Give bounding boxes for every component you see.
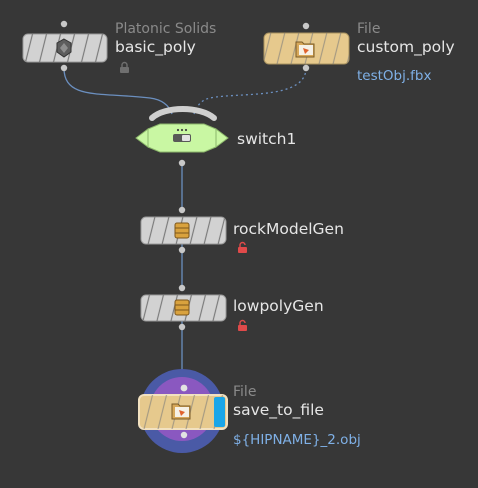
lowpolygen-name-label[interactable]: lowpolyGen: [233, 297, 324, 315]
node-custom-poly[interactable]: [263, 22, 350, 72]
basic-poly-name-label[interactable]: basic_poly: [115, 38, 196, 56]
input-connector[interactable]: [178, 284, 186, 292]
output-connector[interactable]: [60, 64, 68, 72]
output-connector[interactable]: [178, 246, 186, 254]
output-connector[interactable]: [178, 323, 186, 331]
output-connector[interactable]: [178, 159, 186, 167]
hda-box-icon: [174, 299, 190, 316]
output-connector[interactable]: [180, 431, 188, 439]
basic-poly-type-label: Platonic Solids: [115, 21, 217, 37]
custom-poly-file-param: testObj.fbx: [357, 68, 432, 84]
input-connector[interactable]: [60, 20, 68, 28]
output-connector[interactable]: [302, 64, 310, 72]
unlock-flag-icon[interactable]: [238, 319, 247, 332]
switch-icon: [173, 128, 191, 142]
platonic-solid-icon: [56, 38, 72, 58]
node-lowpolygen[interactable]: [140, 284, 247, 332]
lock-flag-icon[interactable]: [120, 61, 129, 74]
file-folder-icon: [171, 403, 191, 420]
node-save-to-file[interactable]: [138, 369, 228, 453]
file-folder-icon: [295, 41, 315, 58]
custom-poly-name-label[interactable]: custom_poly: [357, 38, 455, 56]
custom-poly-type-label: File: [357, 21, 381, 37]
input-connector-bar[interactable]: [149, 106, 217, 121]
switch1-name-label[interactable]: switch1: [237, 130, 297, 148]
wire-basic-poly-to-switch1[interactable]: [63, 67, 173, 115]
rockmodelgen-name-label[interactable]: rockModelGen: [233, 220, 344, 238]
hda-box-icon: [174, 222, 190, 239]
display-flag[interactable]: [214, 397, 225, 427]
wire-custom-poly-to-switch1[interactable]: [193, 67, 307, 115]
node-switch1[interactable]: [135, 106, 229, 167]
save-to-file-file-param: ${HIPNAME}_2.obj: [233, 432, 361, 448]
input-connector[interactable]: [302, 22, 310, 30]
node-rockmodelgen[interactable]: [140, 206, 247, 254]
unlock-flag-icon[interactable]: [238, 241, 247, 254]
node-basic-poly[interactable]: [22, 20, 129, 74]
input-connector[interactable]: [178, 206, 186, 214]
save-to-file-name-label[interactable]: save_to_file: [233, 401, 324, 419]
input-connector[interactable]: [180, 384, 188, 392]
save-to-file-type-label: File: [233, 384, 257, 400]
